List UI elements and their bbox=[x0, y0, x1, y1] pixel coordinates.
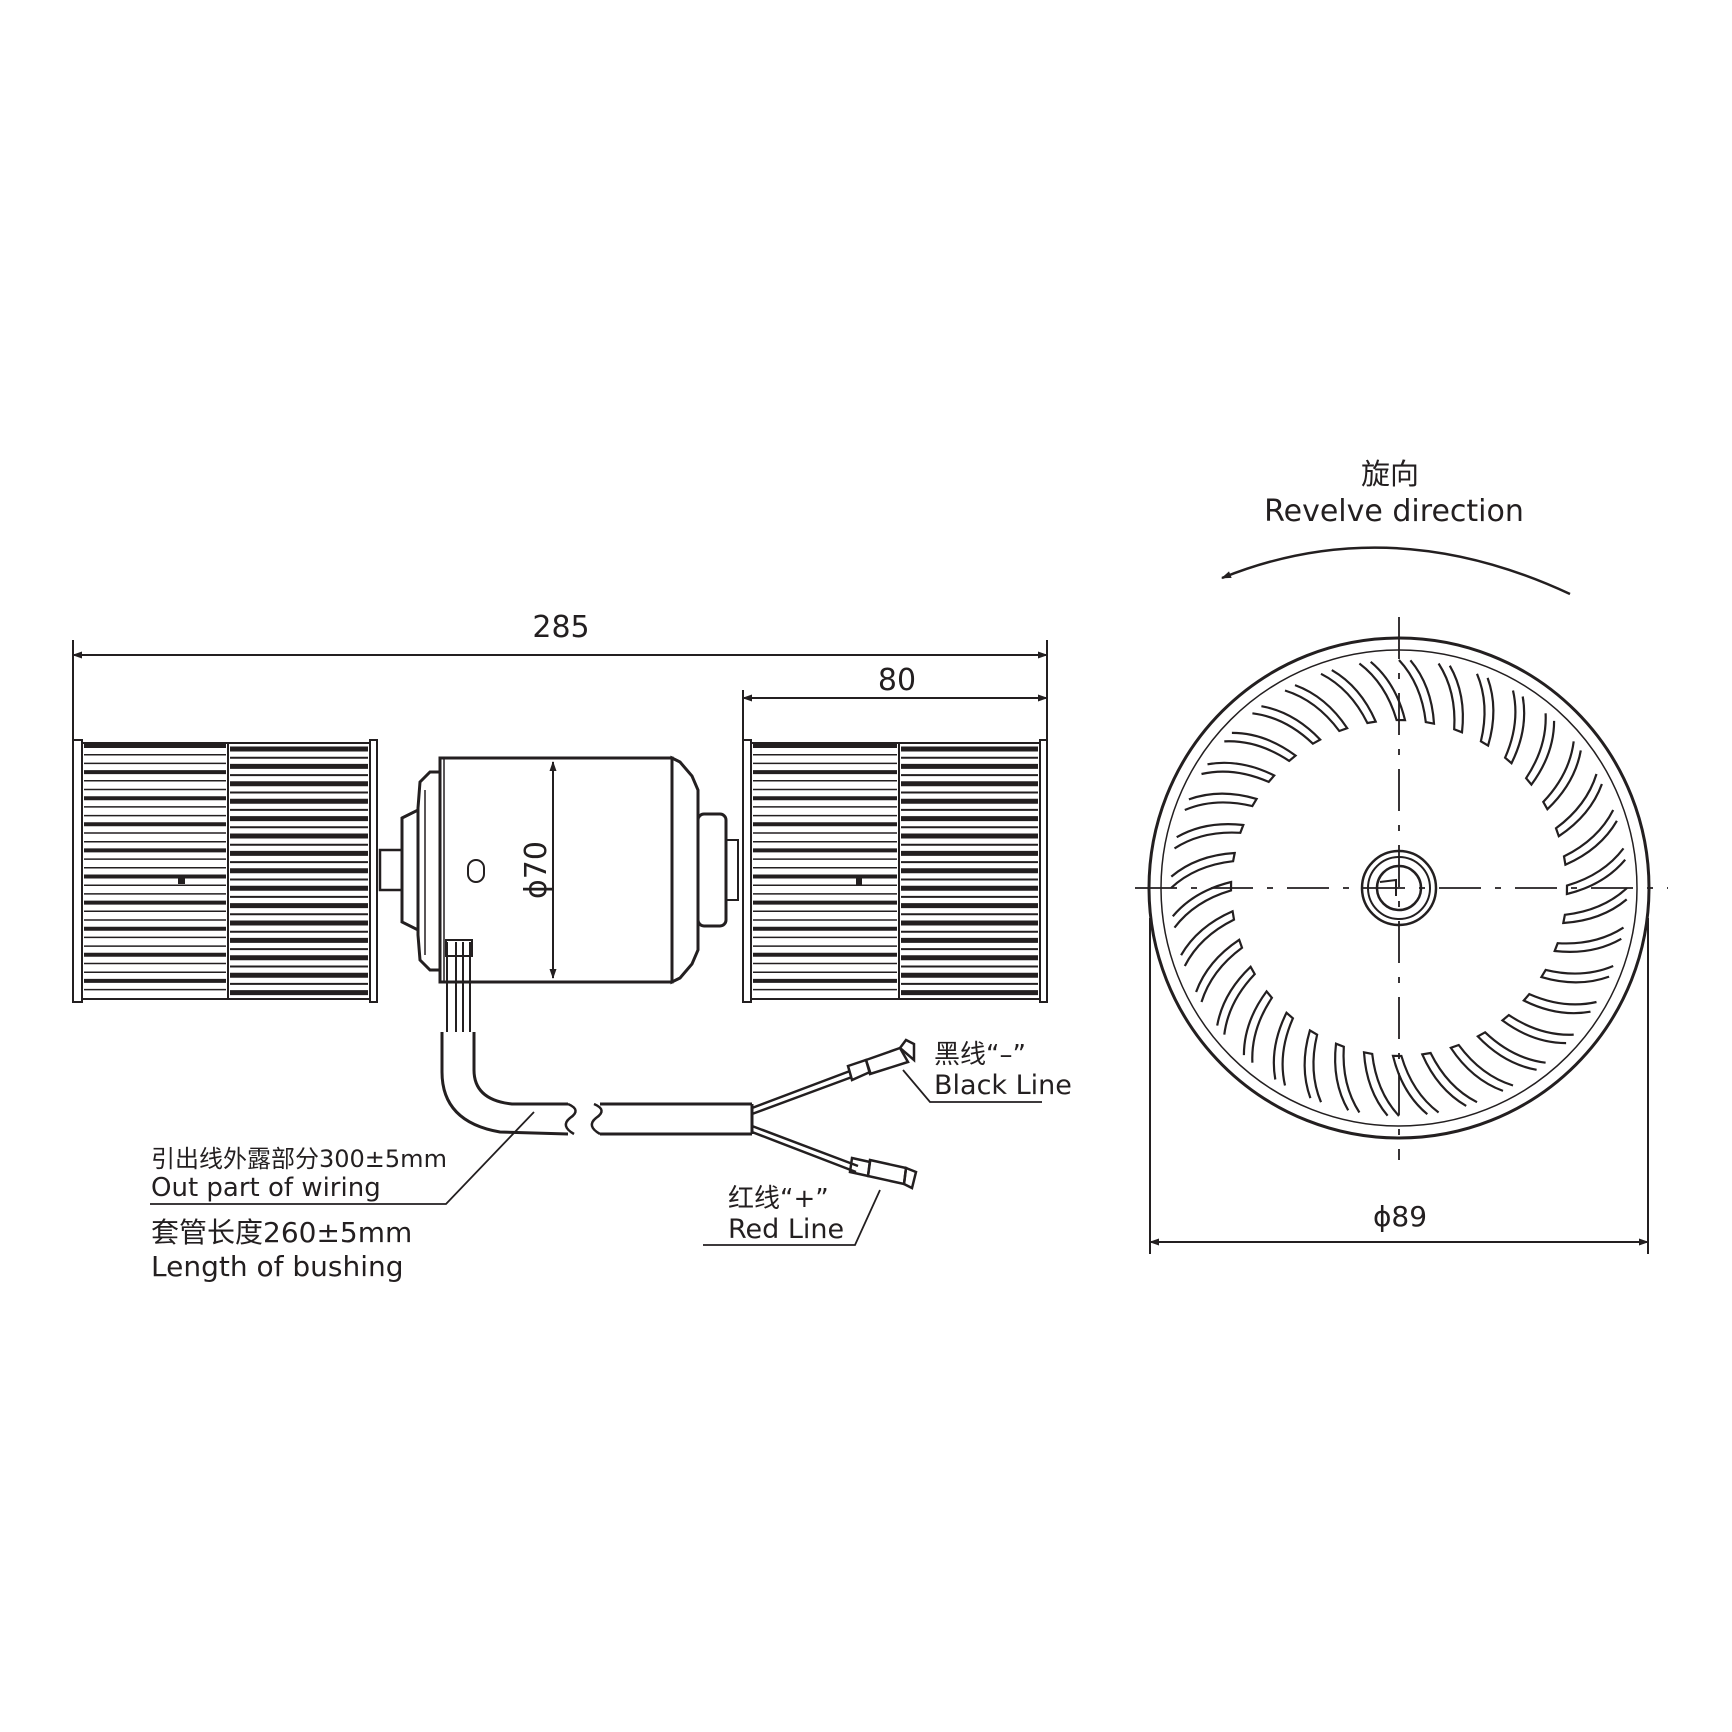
wheel-length-dimension: 80 bbox=[742, 663, 1048, 740]
impeller-blade bbox=[1216, 965, 1257, 1035]
lead-wires bbox=[440, 939, 918, 1190]
impeller-blade bbox=[1303, 1028, 1323, 1103]
impeller-blade bbox=[1524, 713, 1556, 787]
impeller-blade bbox=[1284, 684, 1349, 733]
impeller-blade bbox=[1437, 662, 1464, 734]
rotation-arrow-icon bbox=[1221, 546, 1571, 596]
impeller-blade bbox=[1562, 809, 1618, 867]
impeller-blade bbox=[1362, 1050, 1400, 1117]
impeller-blade bbox=[1195, 938, 1244, 1003]
impeller-blade bbox=[1475, 673, 1495, 748]
impeller-blade bbox=[1500, 1013, 1574, 1045]
impeller-blade bbox=[1201, 761, 1276, 784]
right-blower-wheel bbox=[742, 739, 1048, 1003]
bushing-length-cn: 套管长度260±5mm bbox=[151, 1216, 412, 1249]
overall-length-dimension: 285 bbox=[72, 610, 1048, 740]
impeller-blade bbox=[1252, 705, 1322, 746]
impeller-blade bbox=[1180, 909, 1236, 967]
black-wire-label-en: Black Line bbox=[934, 1070, 1072, 1101]
motor-diameter-label: ϕ70 bbox=[519, 841, 554, 899]
black-line-callout: 黑线“–” Black Line bbox=[902, 1040, 1072, 1103]
impeller-blade bbox=[1541, 741, 1582, 811]
red-line-callout: 红线“+” Red Line bbox=[703, 1184, 881, 1246]
impeller-blade bbox=[1553, 926, 1625, 953]
impeller-blade bbox=[1503, 690, 1526, 765]
rotation-label-en: Revelve direction bbox=[1264, 494, 1524, 529]
impeller-blade bbox=[1565, 847, 1627, 896]
impeller-blade bbox=[1522, 992, 1597, 1015]
red-wire-label-en: Red Line bbox=[728, 1214, 844, 1245]
impeller-blade bbox=[1358, 660, 1407, 722]
wheel-end-view: ϕ89 bbox=[1135, 617, 1668, 1254]
impeller-blade bbox=[1184, 792, 1259, 812]
impeller-blade bbox=[1224, 731, 1298, 763]
impeller-blade bbox=[1171, 880, 1233, 929]
impeller-blade bbox=[1320, 669, 1378, 725]
impeller-blade bbox=[1449, 1043, 1514, 1092]
overall-length-label: 285 bbox=[532, 610, 589, 645]
motor-body: ϕ70 bbox=[378, 755, 739, 985]
wheel-length-label: 80 bbox=[878, 663, 916, 698]
red-wire-connector bbox=[848, 1156, 918, 1190]
impeller-blade bbox=[1242, 989, 1274, 1063]
left-blower-wheel bbox=[72, 739, 378, 1003]
impeller-blade bbox=[1173, 823, 1245, 850]
black-wire-label-cn: 黑线“–” bbox=[934, 1040, 1026, 1070]
wheel-diameter-label: ϕ89 bbox=[1373, 1200, 1427, 1233]
impeller-blade bbox=[1476, 1030, 1546, 1071]
impeller-blade bbox=[1561, 887, 1628, 925]
impeller-blade bbox=[1334, 1042, 1361, 1114]
impeller-blade bbox=[1391, 1054, 1440, 1116]
red-wire-label-cn: 红线“+” bbox=[728, 1184, 829, 1214]
wiring-length-en: Out part of wiring bbox=[151, 1173, 381, 1203]
rotation-direction: 旋向 Revelve direction bbox=[1221, 457, 1571, 596]
impeller-blade bbox=[1272, 1011, 1295, 1086]
impeller-blade bbox=[1554, 773, 1603, 838]
bushing-length-en: Length of bushing bbox=[151, 1250, 404, 1283]
rotation-label-cn: 旋向 bbox=[1361, 457, 1419, 491]
impeller-blade bbox=[1539, 964, 1614, 984]
black-wire-connector bbox=[846, 1038, 916, 1082]
wiring-length-cn: 引出线外露部分300±5mm bbox=[151, 1145, 447, 1173]
impeller-blade bbox=[1420, 1051, 1478, 1107]
impeller-blade bbox=[1170, 851, 1237, 889]
wiring-notes-callout: 引出线外露部分300±5mm Out part of wiring 套管长度26… bbox=[150, 1111, 535, 1283]
impeller-blade bbox=[1398, 659, 1436, 726]
